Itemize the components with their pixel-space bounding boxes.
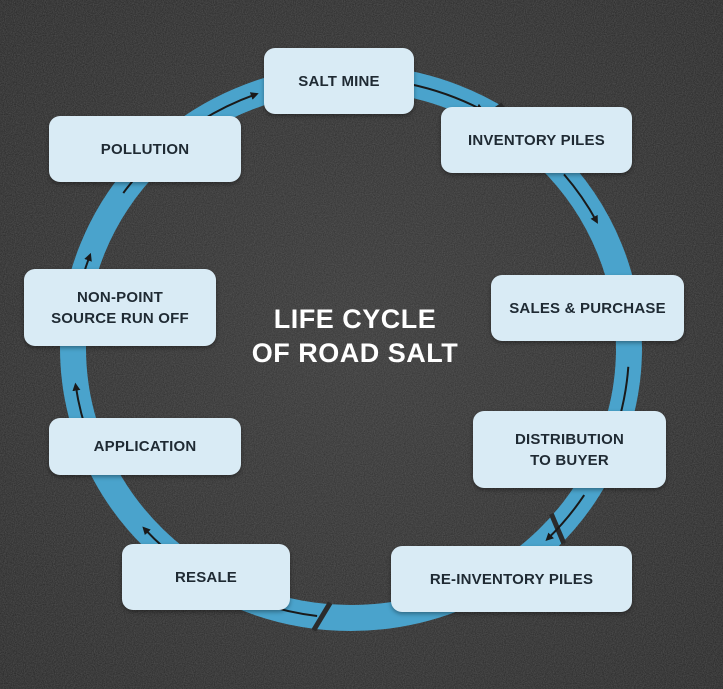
step-pollution: POLLUTION [49, 116, 241, 182]
step-resale: RESALE [122, 544, 290, 610]
step-label: RESALE [174, 568, 238, 586]
step-label: APPLICATION [93, 438, 197, 455]
step-label: SALES & PURCHASE [509, 299, 666, 317]
step-label: SALT MINE [298, 72, 380, 90]
step-label: DISTRIBUTION TO BUYER [514, 430, 625, 469]
title-line-2: OF ROAD SALT [251, 338, 459, 368]
step-label: RE-INVENTORY PILES [429, 570, 594, 588]
title-line-1: LIFE CYCLE [273, 304, 437, 334]
step-inventory-piles: INVENTORY PILES [441, 107, 632, 173]
diagram-title: LIFE CYCLE OF ROAD SALT [235, 302, 475, 370]
step-label: INVENTORY PILES [468, 131, 605, 149]
step-distribution-to-buyer: DISTRIBUTION TO BUYER [473, 411, 666, 488]
step-non-point-source-run-off: NON-POINT SOURCE RUN OFF [24, 269, 216, 346]
step-application: APPLICATION [49, 418, 241, 475]
step-label: POLLUTION [100, 140, 190, 158]
flow-arrow [545, 494, 586, 541]
step-salt-mine: SALT MINE [264, 48, 414, 114]
ring-notch [311, 601, 333, 632]
step-re-inventory-piles: RE-INVENTORY PILES [391, 546, 632, 612]
flow-arrow [563, 173, 598, 224]
step-label: NON-POINT SOURCE RUN OFF [51, 288, 189, 327]
step-sales-purchase: SALES & PURCHASE [491, 275, 684, 341]
